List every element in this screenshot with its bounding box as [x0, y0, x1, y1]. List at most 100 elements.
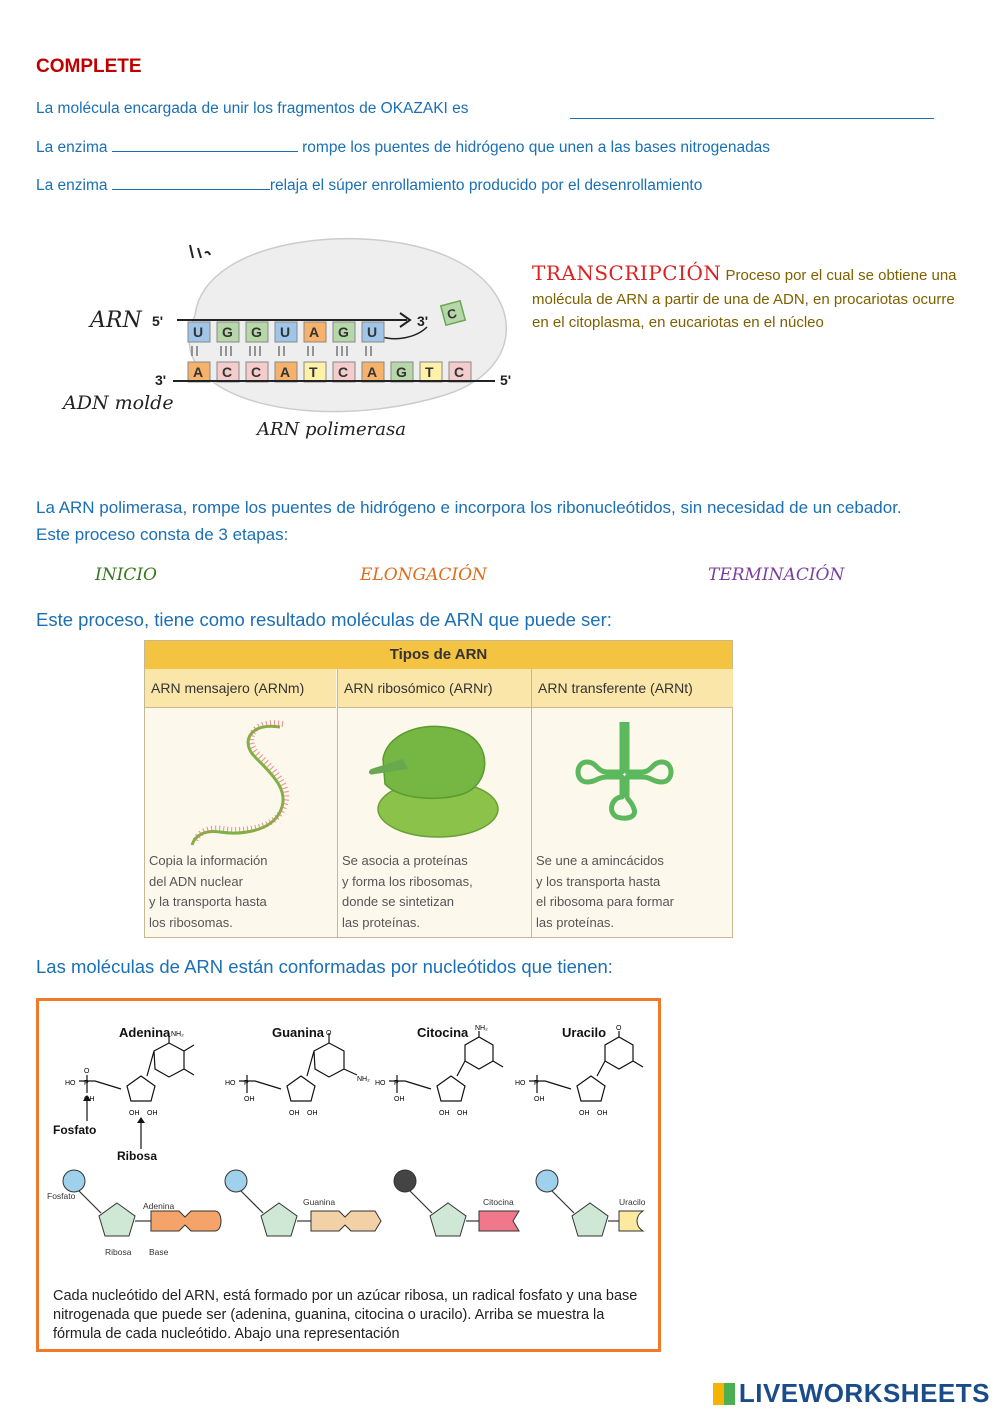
- formula-adenina: NH₂ P HO OH O OH OH: [65, 1031, 195, 1149]
- dna-base-letter: A: [280, 364, 290, 380]
- dna-base-letter: G: [396, 364, 407, 380]
- transcription-text: Proceso por el cual se obtiene una moléc…: [532, 267, 957, 331]
- incoming-base-box: [439, 299, 467, 327]
- question-1-text: La molécula encargada de unir los fragme…: [36, 100, 469, 117]
- nucleotide-caption: Cada nucleótido del ARN, está formado po…: [53, 1288, 638, 1342]
- svg-text:HO: HO: [515, 1080, 526, 1087]
- schematic-uracilo: Uracilo: [535, 1169, 646, 1237]
- question-topoisomerasa: La enzima relaja el súper enrollamiento …: [36, 177, 702, 195]
- rna-base-box: [187, 321, 211, 343]
- svg-text:OH: OH: [129, 1110, 140, 1117]
- svg-text:Adenina: Adenina: [143, 1201, 174, 1211]
- adn-molde-label: ADN molde: [61, 392, 174, 414]
- dna-base-letter: A: [367, 364, 377, 380]
- dna-base-letter: T: [309, 364, 318, 380]
- rna-base-letter: G: [338, 324, 349, 340]
- svg-text:HO: HO: [65, 1080, 76, 1087]
- rna-col-mensajero: ARN mensajero (ARNm) Copia la informació…: [145, 669, 336, 937]
- arn-label: ARN: [88, 308, 142, 333]
- arn-5prime: 5': [152, 313, 163, 329]
- formula-citocina: NH₂ P HO OH OH OH: [375, 1025, 504, 1117]
- logo-text: LIVEWORKSHEETS: [738, 1378, 990, 1408]
- nucleotide-heading: Las moléculas de ARN están conformadas p…: [36, 956, 613, 977]
- nucleotide-formulas: NH₂ P HO OH O OH OH O NH₂ P HO OH OH OH: [65, 1025, 644, 1149]
- svg-text:Uracilo: Uracilo: [619, 1197, 646, 1207]
- schematic-guanina: Guanina: [224, 1169, 382, 1237]
- rna-base-letter: U: [193, 324, 203, 340]
- answer-blank-2[interactable]: [111, 151, 298, 152]
- question-okazaki: La molécula encargada de unir los fragme…: [36, 100, 469, 118]
- polimerasa-label: ARN polimerasa: [255, 419, 406, 440]
- rna-transferente-desc: Se une a amincácidos y los transporta ha…: [536, 853, 674, 930]
- transcription-title: TRANSCRIPCIÓN: [532, 261, 722, 285]
- adn-3prime: 3': [155, 372, 166, 388]
- rna-base-box: [274, 321, 298, 343]
- dna-base-letter: C: [251, 364, 261, 380]
- svg-text:P: P: [244, 1080, 249, 1087]
- rna-base-box: [332, 321, 356, 343]
- stage-elongacion: ELONGACIÓN: [360, 565, 487, 585]
- schematic-adenina: Fosfato Adenina Ribosa Base: [47, 1169, 222, 1257]
- svg-text:OH: OH: [439, 1110, 450, 1117]
- rna-base-letter: G: [222, 324, 233, 340]
- svg-text:OH: OH: [147, 1110, 158, 1117]
- adn-5prime: 5': [500, 372, 511, 388]
- rrna-illustration: [368, 725, 499, 838]
- rna-base-letter: U: [367, 324, 377, 340]
- rna-mensajero-desc: Copia la información del ADN nuclear y l…: [149, 853, 268, 930]
- rna-col-transferente-header: ARN transferente (ARNt): [532, 669, 733, 708]
- dna-base-letter: C: [222, 364, 232, 380]
- rna-ribosomico-desc: Se asocia a proteínas y forma los riboso…: [342, 853, 473, 930]
- hydrogen-bonds: [191, 346, 372, 356]
- citocina-name: Citocina: [417, 1025, 469, 1040]
- fosfato-formula-label: Fosfato: [53, 1123, 97, 1137]
- svg-text:Citocina: Citocina: [483, 1197, 514, 1207]
- rna-types-title: Tipos de ARN: [145, 641, 732, 669]
- adenina-name: Adenina: [119, 1025, 171, 1040]
- svg-text:P: P: [534, 1080, 539, 1087]
- answer-blank-1[interactable]: [570, 100, 934, 119]
- question-helicasa: La enzima rompe los puentes de hidrógeno…: [36, 139, 770, 157]
- mrna-illustration: [190, 720, 290, 846]
- svg-text:OH: OH: [579, 1110, 590, 1117]
- svg-text:O: O: [326, 1030, 332, 1037]
- incoming-base-letter: C: [445, 305, 459, 322]
- svg-text:NH₂: NH₂: [475, 1025, 488, 1032]
- logo-icon: [712, 1383, 735, 1405]
- rna-col-ribosomico: ARN ribosómico (ARNr) Se asocia a proteí…: [337, 669, 531, 937]
- motion-marks: [189, 244, 211, 259]
- rna-col-ribosomico-header: ARN ribosómico (ARNr): [338, 669, 531, 708]
- stage-elongacion-label: ELONGACIÓN: [360, 565, 487, 585]
- dna-base-letter: T: [425, 364, 434, 380]
- svg-text:Guanina: Guanina: [303, 1197, 335, 1207]
- rna-base-box: [245, 321, 269, 343]
- svg-text:Ribosa: Ribosa: [105, 1247, 132, 1257]
- rna-col-transferente: ARN transferente (ARNt) Se une a amincác…: [531, 669, 733, 937]
- rna-base-letter: G: [251, 324, 262, 340]
- incoming-nucleotide: C: [439, 299, 467, 327]
- liveworksheets-logo: LIVEWORKSHEETS: [712, 1378, 990, 1409]
- rna-types-heading: Este proceso, tiene como resultado moléc…: [36, 609, 612, 630]
- question-2-text-after: rompe los puentes de hidrógeno que unen …: [297, 139, 771, 156]
- trna-illustration: [575, 722, 674, 821]
- dna-base-letter: C: [338, 364, 348, 380]
- svg-text:OH: OH: [534, 1096, 545, 1103]
- svg-text:P: P: [394, 1080, 399, 1087]
- arn-3prime: 3': [417, 313, 428, 329]
- rna-col-mensajero-header: ARN mensajero (ARNm): [145, 669, 336, 708]
- rna-base-letter: A: [309, 324, 319, 340]
- svg-text:Base: Base: [149, 1247, 169, 1257]
- dna-base-letter: C: [454, 364, 464, 380]
- stage-inicio-label: INICIO: [95, 565, 157, 585]
- formula-uracilo: O P HO OH OH OH: [515, 1025, 644, 1117]
- svg-text:OH: OH: [289, 1110, 300, 1117]
- rna-base-box: [361, 321, 385, 343]
- svg-text:NH₂: NH₂: [171, 1031, 184, 1038]
- answer-blank-3[interactable]: [111, 189, 270, 190]
- question-2-text-before: La enzima: [36, 139, 108, 156]
- stage-terminacion-label: TERMINACIÓN: [708, 565, 845, 585]
- worksheet-title: COMPLETE: [36, 56, 142, 77]
